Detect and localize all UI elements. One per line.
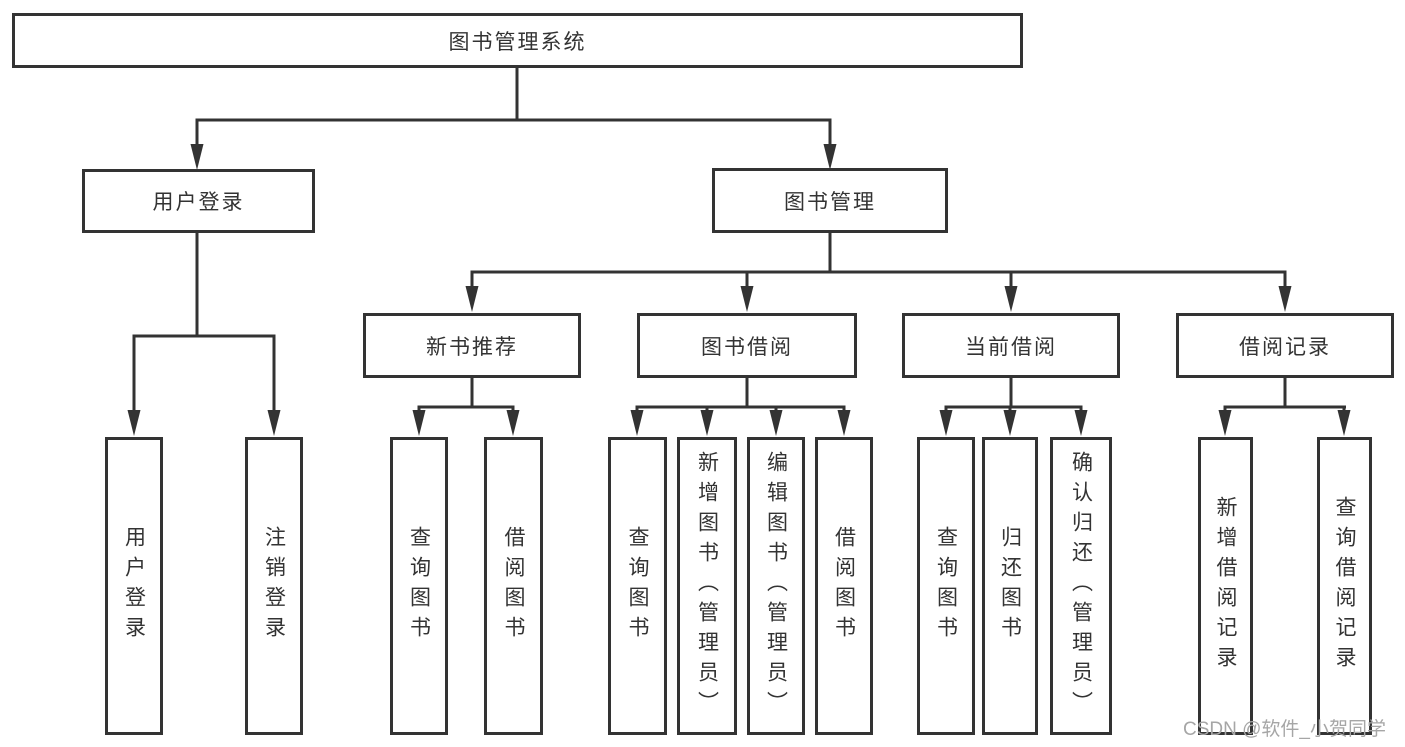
leaf-query-book-recommend: 查询图书	[390, 437, 448, 735]
leaf-edit-book-admin: 编辑图书（管理员）	[747, 437, 805, 735]
leaf-borrow-book-recommend: 借阅图书	[484, 437, 543, 735]
leaf-logout-label: 注销登录	[262, 526, 286, 646]
leaf-query-book-current: 查询图书	[917, 437, 975, 735]
leaf-borrow-book: 借阅图书	[815, 437, 873, 735]
leaf-add-book-admin-label: 新增图书（管理员）	[695, 451, 719, 721]
leaf-add-borrow-record: 新增借阅记录	[1198, 437, 1253, 735]
leaf-user-login: 用户登录	[105, 437, 163, 735]
leaf-confirm-return-admin: 确认归还（管理员）	[1050, 437, 1112, 735]
node-current-borrow: 当前借阅	[902, 313, 1120, 378]
leaf-edit-book-admin-label: 编辑图书（管理员）	[764, 451, 788, 721]
leaf-borrow-book-recommend-label: 借阅图书	[502, 526, 525, 646]
leaf-query-borrow-record-label: 查询借阅记录	[1333, 496, 1356, 676]
node-new-book-recommend: 新书推荐	[363, 313, 581, 378]
leaf-query-book-borrow-label: 查询图书	[626, 526, 649, 646]
leaf-confirm-return-admin-label: 确认归还（管理员）	[1069, 451, 1093, 721]
leaf-query-borrow-record: 查询借阅记录	[1317, 437, 1372, 735]
leaf-return-book: 归还图书	[982, 437, 1038, 735]
leaf-add-book-admin: 新增图书（管理员）	[677, 437, 737, 735]
tree-edges	[132, 68, 1346, 411]
leaf-return-book-label: 归还图书	[998, 526, 1022, 646]
leaf-query-book-current-label: 查询图书	[934, 526, 958, 646]
node-borrow-records: 借阅记录	[1176, 313, 1394, 378]
leaf-query-book-recommend-label: 查询图书	[407, 526, 431, 646]
node-user-login: 用户登录	[82, 169, 315, 233]
csdn-watermark: CSDN @软件_小贺同学	[1183, 719, 1386, 740]
node-root: 图书管理系统	[12, 13, 1023, 68]
node-book-management: 图书管理	[712, 168, 948, 233]
leaf-user-login-label: 用户登录	[122, 526, 146, 646]
leaf-query-book-borrow: 查询图书	[608, 437, 667, 735]
node-book-borrow: 图书借阅	[637, 313, 857, 378]
leaf-borrow-book-label: 借阅图书	[832, 526, 856, 646]
leaf-add-borrow-record-label: 新增借阅记录	[1214, 496, 1237, 676]
leaf-logout: 注销登录	[245, 437, 303, 735]
